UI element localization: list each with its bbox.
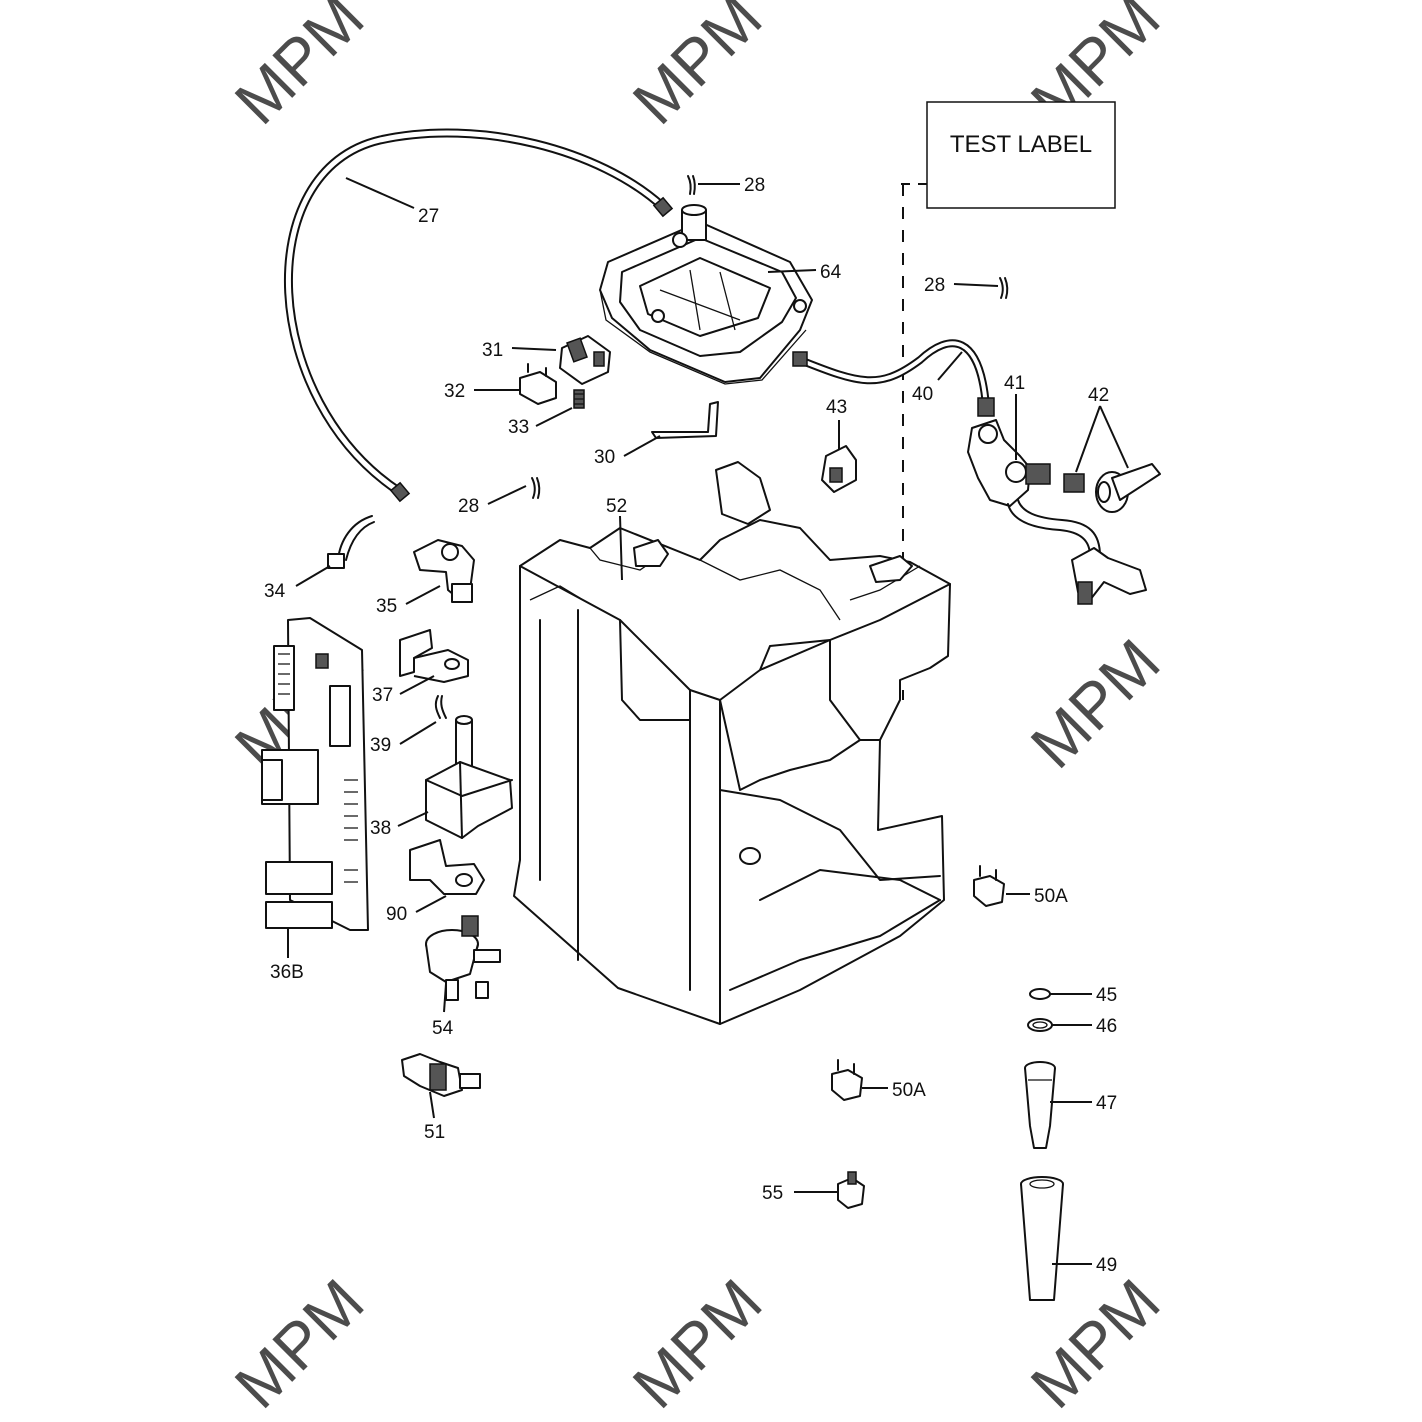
watermark-mark: MPM bbox=[1017, 625, 1173, 781]
callout-labels: 27 28 64 28 31 32 33 30 40 41 42 43 52 2… bbox=[264, 175, 1117, 1276]
callout-55: 55 bbox=[762, 1183, 783, 1204]
callout-54: 54 bbox=[432, 1018, 454, 1039]
callout-32: 32 bbox=[444, 381, 465, 402]
callout-28: 28 bbox=[744, 175, 765, 196]
part-46-o-ring bbox=[1027, 1018, 1053, 1032]
callout-47: 47 bbox=[1096, 1093, 1117, 1114]
watermark-mark: MPM bbox=[221, 1265, 377, 1421]
callout-50A: 50A bbox=[1034, 886, 1068, 907]
callout-30: 30 bbox=[594, 447, 615, 468]
part-38-pump bbox=[425, 715, 513, 839]
part-39-clip bbox=[434, 695, 447, 719]
part-28-clip bbox=[531, 477, 541, 499]
callout-64: 64 bbox=[820, 262, 842, 283]
part-36B-board bbox=[261, 617, 369, 958]
part-42-knob bbox=[1063, 463, 1161, 513]
part-49-tube bbox=[1020, 1176, 1064, 1301]
leader-lines bbox=[295, 177, 1129, 1265]
callout-50A: 50A bbox=[892, 1080, 926, 1101]
part-28-clip bbox=[687, 175, 696, 195]
test-label-box: TEST LABEL bbox=[896, 101, 1116, 700]
part-40-hose bbox=[792, 339, 995, 417]
callout-46: 46 bbox=[1096, 1016, 1117, 1037]
part-45-o-ring bbox=[1029, 988, 1051, 1000]
callout-36B: 36B bbox=[270, 962, 304, 983]
part-64-boiler bbox=[599, 204, 813, 385]
callout-28: 28 bbox=[458, 496, 479, 517]
part-28-clip bbox=[999, 277, 1009, 299]
watermark-mark: MPM bbox=[619, 1265, 775, 1421]
part-27-hose bbox=[284, 128, 674, 503]
watermark-mark: MPM bbox=[221, 0, 377, 138]
callout-90: 90 bbox=[386, 904, 407, 925]
callout-49: 49 bbox=[1096, 1255, 1117, 1276]
callout-27: 27 bbox=[418, 206, 439, 227]
part-31-microswitch bbox=[559, 335, 611, 385]
part-54-flowmeter bbox=[425, 915, 501, 1001]
part-47-nozzle bbox=[1024, 1061, 1056, 1149]
callout-39: 39 bbox=[370, 735, 391, 756]
callout-42: 42 bbox=[1088, 385, 1109, 406]
callout-35: 35 bbox=[376, 596, 397, 617]
callout-34: 34 bbox=[264, 581, 286, 602]
part-41-steam-valve bbox=[967, 419, 1147, 605]
callout-37: 37 bbox=[372, 685, 393, 706]
callout-38: 38 bbox=[370, 818, 391, 839]
callout-45: 45 bbox=[1096, 985, 1117, 1006]
callout-31: 31 bbox=[482, 340, 503, 361]
part-50A-connector bbox=[973, 865, 1005, 907]
part-35-valve bbox=[413, 539, 475, 603]
part-33-spring bbox=[573, 389, 585, 409]
part-52-chassis bbox=[513, 461, 951, 1025]
part-51-valve bbox=[401, 1053, 481, 1097]
part-34-sensor bbox=[327, 515, 375, 569]
callout-52: 52 bbox=[606, 496, 627, 517]
part-32-connector bbox=[519, 363, 557, 405]
part-50A-connector bbox=[831, 1059, 863, 1101]
callout-41: 41 bbox=[1004, 373, 1025, 394]
callout-28: 28 bbox=[924, 275, 945, 296]
watermark-mark: MPM bbox=[619, 0, 775, 138]
test-label-text: TEST LABEL bbox=[950, 131, 1092, 158]
part-90-bracket bbox=[409, 839, 485, 895]
part-55-connector bbox=[837, 1171, 865, 1209]
part-43-switch bbox=[821, 445, 857, 493]
part-30-rod bbox=[651, 401, 719, 439]
callout-33: 33 bbox=[508, 417, 529, 438]
callout-43: 43 bbox=[826, 397, 847, 418]
part-37-bracket bbox=[399, 629, 469, 683]
callout-40: 40 bbox=[912, 384, 933, 405]
callout-51: 51 bbox=[424, 1122, 445, 1143]
